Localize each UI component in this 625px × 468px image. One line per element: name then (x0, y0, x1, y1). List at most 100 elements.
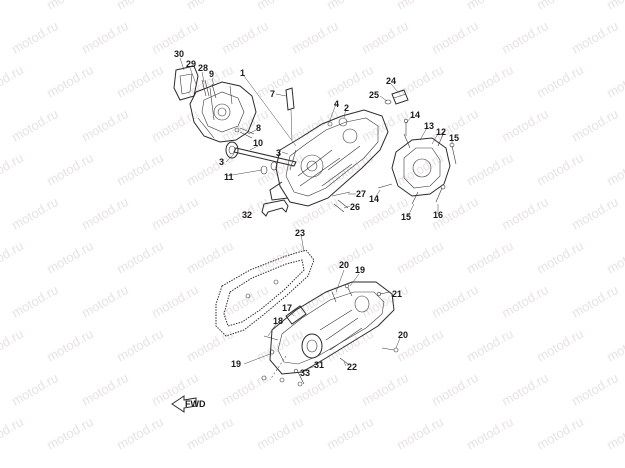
callout-11: 11 (224, 172, 234, 182)
cover-plate-30 (173, 65, 199, 101)
watermark-text: motod.ru (9, 194, 61, 233)
watermark-text: motod.ru (499, 370, 551, 409)
callout-27: 27 (356, 189, 366, 199)
watermark-text: motod.ru (0, 150, 26, 189)
fwd-label: FWD (185, 399, 206, 409)
watermark-text: motod.ru (394, 150, 446, 189)
watermark-text: motod.ru (429, 370, 481, 409)
watermark-text: motod.ru (79, 282, 131, 321)
callout-25: 25 (369, 90, 379, 100)
callout-19: 19 (355, 265, 365, 275)
arrow-icon (171, 395, 197, 413)
watermark-text: motod.ru (9, 18, 61, 57)
watermark-text: motod.ru (44, 0, 96, 13)
watermark-text: motod.ru (359, 370, 411, 409)
direction-arrow (171, 395, 197, 413)
dowel-8-end (234, 127, 240, 133)
watermark-text: motod.ru (324, 414, 376, 453)
watermark-text: motod.ru (464, 238, 516, 277)
gasket-hole-2 (273, 279, 279, 285)
callout-9: 9 (209, 69, 214, 79)
watermark-text: motod.ru (569, 282, 621, 321)
bolt-26 (333, 199, 349, 213)
watermark-text: motod.ru (604, 62, 625, 101)
watermark-text: motod.ru (114, 414, 166, 453)
callout-21: 21 (392, 289, 402, 299)
right-crankcase-cover (391, 137, 451, 197)
watermark-text: motod.ru (534, 326, 586, 365)
watermark-text: motod.ru (0, 414, 26, 453)
shaft-10 (233, 147, 297, 167)
callout-16: 16 (433, 210, 443, 220)
gasket-hole-1 (245, 293, 251, 299)
watermark-text: motod.ru (359, 18, 411, 57)
watermark-text: motod.ru (604, 414, 625, 453)
bracket-32 (261, 199, 289, 217)
transmission-cover-rim (277, 291, 385, 365)
callout-12: 12 (436, 127, 446, 137)
watermark-text: motod.ru (0, 0, 26, 13)
watermark-text: motod.ru (44, 414, 96, 453)
crankcase-bore (300, 154, 324, 178)
screw-20-upper (331, 291, 337, 303)
pipe-7-stem (290, 109, 293, 141)
callout-30: 30 (174, 49, 184, 59)
watermark-text: motod.ru (604, 326, 625, 365)
washer-33-c (297, 381, 303, 387)
cover-boss-large-inner (306, 339, 318, 353)
left-bearing-center (217, 107, 227, 117)
watermark-text: motod.ru (534, 62, 586, 101)
bolt-4 (327, 121, 333, 127)
crankcase-mount-boss (269, 181, 289, 201)
watermark-text: motod.ru (184, 326, 236, 365)
watermark-text: motod.ru (499, 194, 551, 233)
watermark-text: motod.ru (604, 150, 625, 189)
watermark-text: motod.ru (0, 326, 26, 365)
watermark-text: motod.ru (534, 414, 586, 453)
watermark-text: motod.ru (569, 194, 621, 233)
screw-18 (263, 335, 279, 341)
watermark-text: motod.ru (9, 106, 61, 145)
leader-lines (179, 57, 453, 371)
watermark-text: motod.ru (219, 106, 271, 145)
callout-31: 31 (314, 360, 324, 370)
callout-26: 26 (350, 202, 360, 212)
watermark-text: motod.ru (464, 0, 516, 13)
cap-24 (391, 89, 409, 105)
watermark-text: motod.ru (254, 414, 306, 453)
watermark-text: motod.ru (219, 18, 271, 57)
callout-14-b: 14 (369, 194, 379, 204)
callout-29: 29 (186, 59, 196, 69)
washer-33-a (261, 375, 267, 381)
watermark-text: motod.ru (394, 238, 446, 277)
cover-boss-large (301, 333, 323, 359)
watermark-text: motod.ru (394, 414, 446, 453)
watermark-text: motod.ru (289, 194, 341, 233)
screw-19-upper (347, 287, 353, 297)
watermark-text: motod.ru (534, 150, 586, 189)
transmission-assembly (215, 249, 399, 387)
watermark-text: motod.ru (464, 150, 516, 189)
callout-20: 20 (339, 260, 349, 270)
watermark-text: motod.ru (0, 238, 26, 277)
watermark-text: motod.ru (569, 370, 621, 409)
watermark-text: motod.ru (44, 238, 96, 277)
crankcase-ribs (289, 145, 361, 187)
watermark-text: motod.ru (464, 62, 516, 101)
watermark-text: motod.ru (44, 150, 96, 189)
watermark-text: motod.ru (184, 238, 236, 277)
transmission-cover (269, 281, 395, 375)
watermark-text: motod.ru (464, 326, 516, 365)
gasket-23-inner (223, 259, 305, 327)
crankcase-left-half (189, 81, 257, 143)
watermark-text: motod.ru (114, 0, 166, 13)
bolt-15-upper (451, 145, 457, 165)
bolt-31-head (293, 368, 299, 374)
watermark-text: motod.ru (219, 370, 271, 409)
watermark-text: motod.ru (44, 326, 96, 365)
watermark-text: motod.ru (79, 18, 131, 57)
watermark-text: motod.ru (184, 414, 236, 453)
watermark-text: motod.ru (359, 282, 411, 321)
